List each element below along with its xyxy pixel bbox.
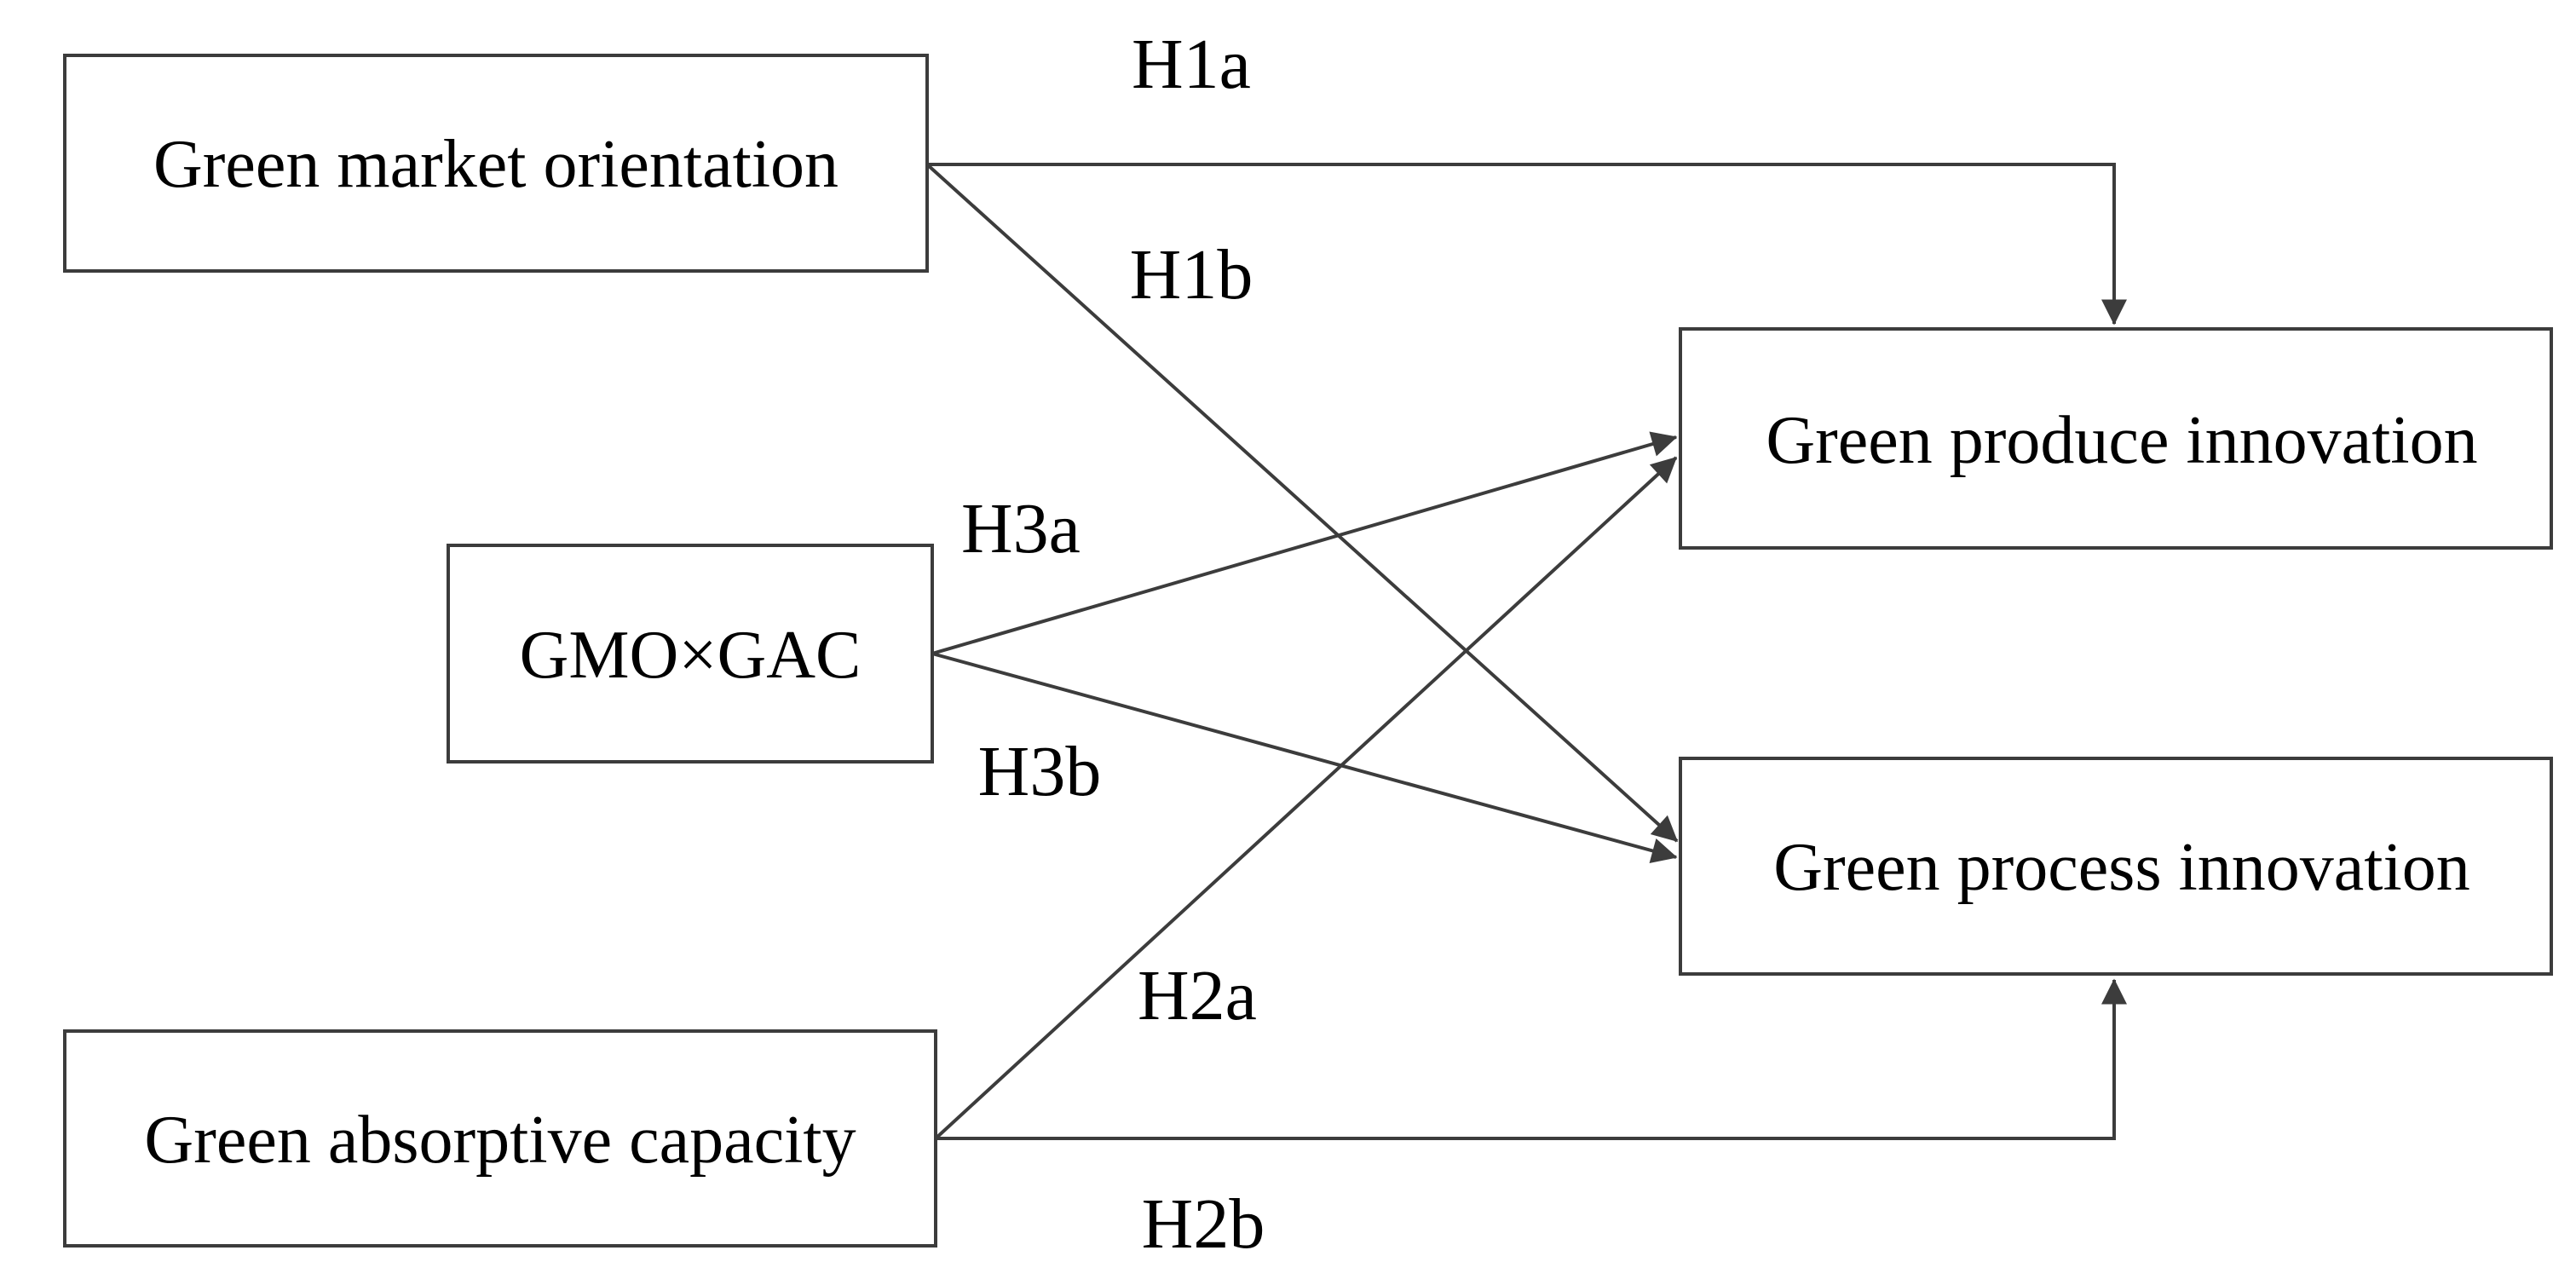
label-h3b: H3b xyxy=(978,732,1102,811)
arrow-h1a xyxy=(927,163,2127,326)
label-h2a: H2a xyxy=(1138,956,1257,1035)
arrow-h3a xyxy=(931,431,1678,655)
green-produce-innovation-box xyxy=(1679,327,2553,550)
green-absorptive-capacity-label: Green absorptive capacity xyxy=(144,1103,856,1178)
gmo-x-gac-box xyxy=(447,544,934,764)
arrow-h1b xyxy=(925,163,1679,843)
arrow-h3b xyxy=(931,652,1678,863)
green-absorptive-capacity-box xyxy=(63,1029,937,1248)
gmo-x-gac-label: GMO×GAC xyxy=(520,618,862,693)
green-process-innovation-label: Green process innovation xyxy=(1773,830,2470,905)
green-market-orientation-box xyxy=(63,54,929,273)
arrow-h2a xyxy=(934,456,1678,1140)
label-h1a: H1a xyxy=(1132,25,1251,104)
label-h3a: H3a xyxy=(961,489,1081,568)
label-h2b: H2b xyxy=(1142,1184,1265,1264)
green-produce-innovation-label: Green produce innovation xyxy=(1766,403,2477,478)
label-h1b: H1b xyxy=(1130,235,1253,314)
green-market-orientation-label: Green market orientation xyxy=(153,127,838,202)
green-process-innovation-box xyxy=(1679,757,2553,976)
arrow-h2b xyxy=(936,978,2127,1140)
